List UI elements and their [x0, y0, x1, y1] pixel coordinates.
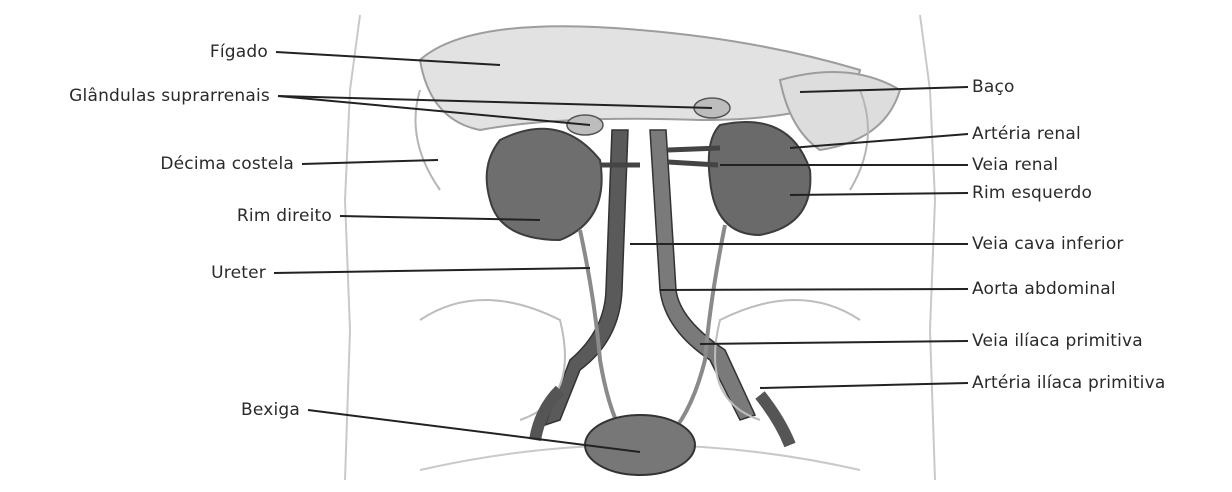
left-kidney-shape [709, 122, 811, 235]
label-rim-esquerdo: Rim esquerdo [972, 183, 1092, 203]
label-arteria-renal: Artéria renal [972, 124, 1081, 144]
label-baco: Baço [972, 77, 1015, 97]
label-veia-renal: Veia renal [972, 155, 1058, 175]
bladder-shape [585, 415, 695, 475]
label-bexiga: Bexiga [241, 400, 300, 420]
label-veia-iliaca-primitiva: Veia ilíaca primitiva [972, 331, 1143, 351]
label-veia-cava-inferior: Veia cava inferior [972, 234, 1124, 254]
label-glandulas-suprarrenais: Glândulas suprarrenais [69, 86, 270, 106]
label-arteria-iliaca-primitiva: Artéria ilíaca primitiva [972, 373, 1166, 393]
right-kidney-shape [487, 129, 602, 240]
spleen-shape [780, 72, 900, 150]
label-decima-costela: Décima costela [160, 154, 294, 174]
label-rim-direito: Rim direito [237, 206, 332, 226]
label-aorta-abdominal: Aorta abdominal [972, 279, 1116, 299]
label-figado: Fígado [210, 42, 268, 62]
label-ureter: Ureter [211, 263, 266, 283]
pelvis [420, 300, 860, 420]
